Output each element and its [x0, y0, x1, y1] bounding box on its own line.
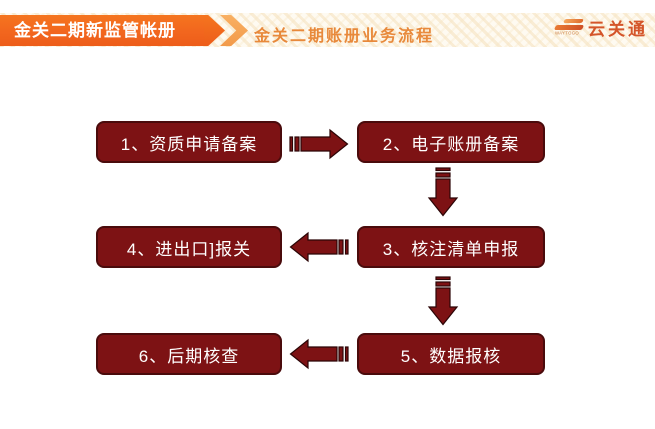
arrow-left-icon-step5-to-step6: [289, 338, 349, 370]
arrow-right-icon-step1-to-step2: [289, 128, 349, 160]
banner-title: 金关二期新监管帐册: [0, 15, 205, 46]
flow-step-3: 3、核注清单申报: [357, 226, 545, 268]
flow-step-5: 5、数据报核: [357, 333, 545, 375]
flow-step-4: 4、进出口]报关: [96, 226, 282, 268]
arrow-left-icon-step3-to-step4: [289, 231, 349, 263]
arrow-down-icon-step2-to-step3: [427, 167, 459, 217]
logo-text: 云关通: [588, 20, 648, 39]
logo-cloud-icon: WAYTOGO: [553, 18, 584, 37]
logo-subtext: WAYTOGO: [554, 30, 579, 36]
arrow-down-icon-step3-to-step5: [427, 276, 459, 326]
page-title: 金关二期账册业务流程: [254, 28, 435, 45]
flow-step-2: 2、电子账册备案: [357, 121, 545, 163]
flow-step-1: 1、资质申请备案: [96, 121, 282, 163]
company-logo: WAYTOGO 云关通: [553, 15, 648, 40]
flow-step-6: 6、后期核查: [96, 333, 282, 375]
